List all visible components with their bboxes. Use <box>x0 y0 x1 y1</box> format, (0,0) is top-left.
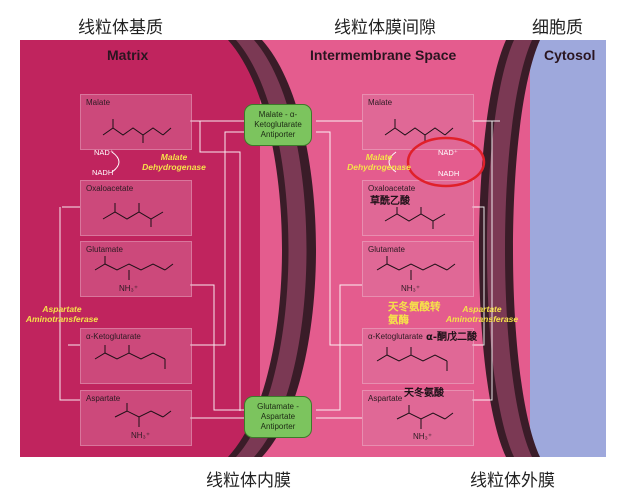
aspartate-structure-icon <box>114 403 172 427</box>
matrix-aspartate-nh3: NH₃⁺ <box>131 431 151 440</box>
matrix-oxaloacetate-label: Oxaloacetate <box>86 184 134 193</box>
matrix-oxaloacetate-box: Oxaloacetate <box>80 180 192 236</box>
ims-glutamate-nh3: NH₃⁺ <box>401 284 421 293</box>
ims-glutamate-label: Glutamate <box>368 245 405 254</box>
mdh-matrix-label: Malate Dehydrogenase <box>142 152 206 172</box>
zh-oxaloacetate: 草酰乙酸 <box>370 196 410 207</box>
watermark: 知乎 @孙博士 <box>500 460 583 475</box>
matrix-malate-box: Malate <box>80 94 192 150</box>
nad-matrix: NAD⁺ <box>94 148 114 157</box>
ims-aspartate-box: Aspartate NH₃⁺ <box>362 390 474 446</box>
ims-oxaloacetate-box: Oxaloacetate <box>362 180 474 236</box>
ims-glutamate-box: Glutamate NH₃⁺ <box>362 241 474 297</box>
matrix-glutamate-box: Glutamate NH₃⁺ <box>80 241 192 297</box>
cytosol-title: Cytosol <box>544 47 596 63</box>
ims-malate-box: Malate <box>362 94 474 150</box>
matrix-aspartate-label: Aspartate <box>86 394 121 403</box>
aspartate-structure-icon <box>396 405 454 429</box>
zh-aspartate-aminotransferase: 天冬氨酸转氨酶 <box>388 301 441 326</box>
oxaloacetate-structure-icon <box>384 207 446 229</box>
ims-aspartate-label: Aspartate <box>368 394 403 403</box>
oxaloacetate-structure-icon <box>102 203 164 227</box>
nadh-matrix: NADH <box>92 168 114 177</box>
arrow-glutamate-matrix <box>190 284 244 411</box>
ims-title: Intermembrane Space <box>310 47 457 63</box>
arrow-matrix-right <box>199 121 241 411</box>
glutamate-structure-icon <box>376 256 456 280</box>
matrix-ketoglutarate-box: α-Ketoglutarate <box>80 328 192 384</box>
malate-structure-icon <box>102 119 172 143</box>
glutamate-aspartate-antiporter: Glutamate - Aspartate Antiporter <box>244 396 312 438</box>
glutamate-structure-icon <box>94 256 174 280</box>
matrix-glutamate-label: Glutamate <box>86 245 123 254</box>
ims-aspartate-nh3: NH₃⁺ <box>413 432 433 441</box>
matrix-ketoglutarate-label: α-Ketoglutarate <box>86 332 141 341</box>
cytosol-region <box>530 40 606 457</box>
matrix-glutamate-nh3: NH₃⁺ <box>119 284 139 293</box>
outer-membrane-core <box>487 40 532 457</box>
ims-malate-label: Malate <box>368 98 393 107</box>
malate-akg-antiporter-label: Malate - α-Ketoglutarate Antiporter <box>254 110 302 139</box>
glutamate-aspartate-antiporter-label: Glutamate - Aspartate Antiporter <box>257 402 299 431</box>
ims-zh-title: 线粒体膜间隙 <box>334 18 436 38</box>
matrix-aspartate-box: Aspartate NH₃⁺ <box>80 390 192 446</box>
ast-ims-label: Aspartate Aminotransferase <box>445 304 519 324</box>
matrix-zh-title: 线粒体基质 <box>78 18 163 38</box>
ketoglutarate-structure-icon <box>94 345 166 369</box>
ast-matrix-label: Aspartate Aminotransferase <box>25 304 99 324</box>
ims-oxaloacetate-label: Oxaloacetate <box>368 184 416 193</box>
arrow-akg-matrix <box>190 131 244 346</box>
ims-ketoglutarate-label: α-Ketoglutarate <box>368 332 423 341</box>
zh-aspartate: 天冬氨酸 <box>404 388 444 399</box>
arrow-akg-ims <box>316 131 362 346</box>
ketoglutarate-structure-icon <box>376 347 448 371</box>
mdh-ims-label: Malate Dehydrogenase <box>347 152 411 172</box>
outer-membrane-zh-label: 线粒体外膜 <box>470 471 555 491</box>
cytosol-zh-title: 细胞质 <box>532 18 583 38</box>
nad-ims: NAD⁺ <box>438 148 458 157</box>
inner-membrane-zh-label: 线粒体内膜 <box>206 471 291 491</box>
matrix-malate-label: Malate <box>86 98 111 107</box>
arrow-ims-right <box>472 206 485 346</box>
arrow-matrix-left <box>59 207 80 401</box>
malate-akg-antiporter: Malate - α-Ketoglutarate Antiporter <box>244 104 312 146</box>
zh-ketoglutarate: α-酮戊二酸 <box>426 332 478 343</box>
nadh-ims: NADH <box>438 169 460 178</box>
matrix-title: Matrix <box>107 47 149 63</box>
ims-ketoglutarate-box: α-Ketoglutarate <box>362 328 474 384</box>
arrow-glutamate-ims <box>316 284 362 411</box>
